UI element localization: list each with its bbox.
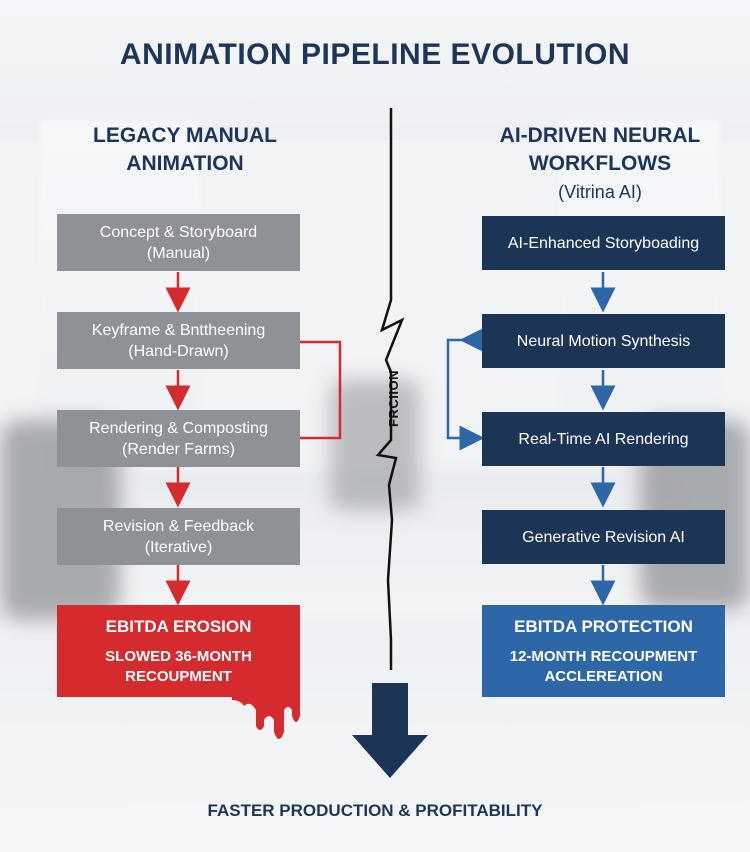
legacy-feedback-loop bbox=[300, 340, 342, 440]
legacy-step-revision: Revision & Feedback (Iterative) bbox=[57, 508, 300, 565]
outcome-line2: RECOUPMENT bbox=[125, 667, 232, 685]
ai-outcome-ebitda-protection: EBITDA PROTECTION 12-MONTH RECOUPMENT AC… bbox=[482, 605, 725, 697]
step-title: Real-Time AI Rendering bbox=[518, 430, 689, 448]
outcome-line2: ACCLEREATION bbox=[544, 667, 663, 685]
legacy-heading-line2: ANIMATION bbox=[126, 152, 244, 175]
ai-heading-line2: WORKFLOWS bbox=[528, 152, 672, 175]
step-subtitle: (Manual) bbox=[146, 244, 211, 262]
down-arrow-icon bbox=[352, 683, 428, 778]
legacy-column-heading: LEGACY MANUAL ANIMATION bbox=[60, 122, 310, 178]
ai-step-revision: Generative Revision AI bbox=[482, 510, 725, 564]
ai-step-rendering: Real-Time AI Rendering bbox=[482, 412, 725, 466]
footer-caption: FASTER PRODUCTION & PROFITABILITY bbox=[207, 801, 543, 820]
ai-iteration-loop bbox=[446, 327, 485, 451]
step-title: Revision & Feedback bbox=[102, 517, 255, 535]
step-title: Concept & Storyboard bbox=[99, 223, 258, 241]
step-subtitle: (Render Farms) bbox=[122, 440, 235, 458]
outcome-heading: EBITDA EROSION bbox=[105, 616, 252, 636]
page-title: ANIMATION PIPELINE EVOLUTION bbox=[119, 38, 631, 71]
outcome-line1: SLOWED 36-MONTH bbox=[105, 647, 252, 665]
step-subtitle: (Hand-Drawn) bbox=[128, 342, 229, 360]
friction-crack-divider bbox=[375, 108, 405, 670]
ai-step-storyboarding: AI-Enhanced Storyboading bbox=[482, 216, 725, 270]
step-subtitle: (Iterative) bbox=[144, 538, 213, 556]
outcome-heading: EBITDA PROTECTION bbox=[514, 616, 693, 636]
ai-heading-line1: AI-DRIVEN NEURAL bbox=[499, 124, 701, 147]
step-title: AI-Enhanced Storyboading bbox=[507, 234, 700, 252]
step-title: Rendering & Composting bbox=[89, 419, 268, 437]
legacy-step-keyframe: Keyframe & Bnttheening (Hand-Drawn) bbox=[57, 312, 300, 369]
step-title: Neural Motion Synthesis bbox=[516, 332, 691, 350]
step-title: Keyframe & Bnttheening bbox=[91, 321, 266, 339]
legacy-step-rendering: Rendering & Composting (Render Farms) bbox=[57, 410, 300, 467]
legacy-outcome-ebitda-erosion: EBITDA EROSION SLOWED 36-MONTH RECOUPMEN… bbox=[57, 605, 300, 697]
legacy-heading-line1: LEGACY MANUAL bbox=[93, 124, 277, 147]
ai-step-motion-synthesis: Neural Motion Synthesis bbox=[482, 314, 725, 368]
ai-column-heading: AI-DRIVEN NEURAL WORKFLOWS (Vitrina AI) bbox=[470, 122, 730, 206]
legacy-step-concept-storyboard: Concept & Storyboard (Manual) bbox=[57, 214, 300, 271]
ai-heading-sub: (Vitrina AI) bbox=[558, 182, 642, 202]
step-title: Generative Revision AI bbox=[522, 528, 685, 546]
outcome-line1: 12-MONTH RECOUPMENT bbox=[509, 647, 698, 665]
